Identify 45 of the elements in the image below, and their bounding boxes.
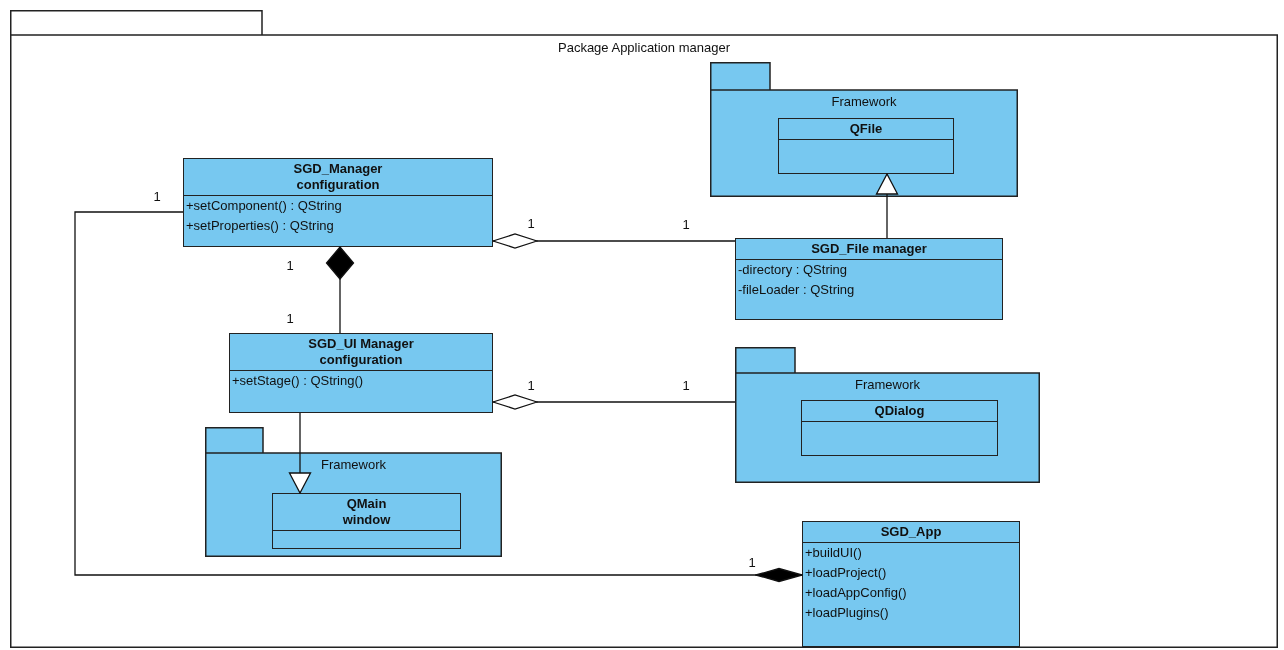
class-member: +loadProject() [805, 564, 887, 582]
class-box [229, 333, 493, 413]
package-name: Package Application manager [558, 40, 730, 55]
composition-line [74, 211, 803, 583]
package-name: Framework [321, 457, 386, 472]
class-name: SGD_App [879, 524, 943, 540]
class-member: +loadPlugins() [805, 604, 889, 622]
class-box [801, 400, 998, 456]
multiplicity-label: 1 [527, 379, 535, 393]
package-folder [710, 62, 1018, 197]
multiplicity-label: 1 [682, 218, 690, 232]
generalization-arrow [288, 412, 312, 494]
class-member: -directory : QString [738, 261, 848, 279]
composition-line [325, 246, 355, 334]
class-name: QMain window [341, 496, 392, 528]
class-name: SGD_UI Manager configuration [307, 336, 415, 368]
class-name: QFile [848, 121, 884, 137]
multiplicity-label: 1 [286, 312, 294, 326]
class-box [778, 118, 954, 174]
class-member: +buildUI() [805, 544, 862, 562]
aggregation-line [492, 233, 736, 249]
class-member: +setProperties() : QString [186, 217, 334, 235]
multiplicity-label: 1 [153, 190, 161, 204]
package-folder [10, 10, 1278, 648]
generalization-arrow [875, 173, 899, 239]
class-name: SGD_File manager [810, 241, 928, 257]
multiplicity-label: 1 [286, 259, 294, 273]
class-box [272, 493, 461, 549]
class-member: +setComponent() : QString [186, 197, 342, 215]
multiplicity-label: 1 [527, 217, 535, 231]
class-member: +loadAppConfig() [805, 584, 907, 602]
package-folder [205, 427, 502, 557]
multiplicity-label: 1 [682, 379, 690, 393]
class-box [735, 238, 1003, 320]
class-box [802, 521, 1020, 647]
class-box [183, 158, 493, 247]
package-folder [735, 347, 1040, 483]
class-name: QDialog [873, 403, 926, 419]
package-name: Framework [855, 377, 920, 392]
aggregation-line [492, 394, 736, 410]
package-name: Framework [831, 94, 897, 109]
class-member: -fileLoader : QString [738, 281, 855, 299]
class-name: SGD_Manager configuration [292, 161, 384, 193]
class-member: +setStage() : QString() [232, 372, 364, 390]
multiplicity-label: 1 [748, 556, 756, 570]
